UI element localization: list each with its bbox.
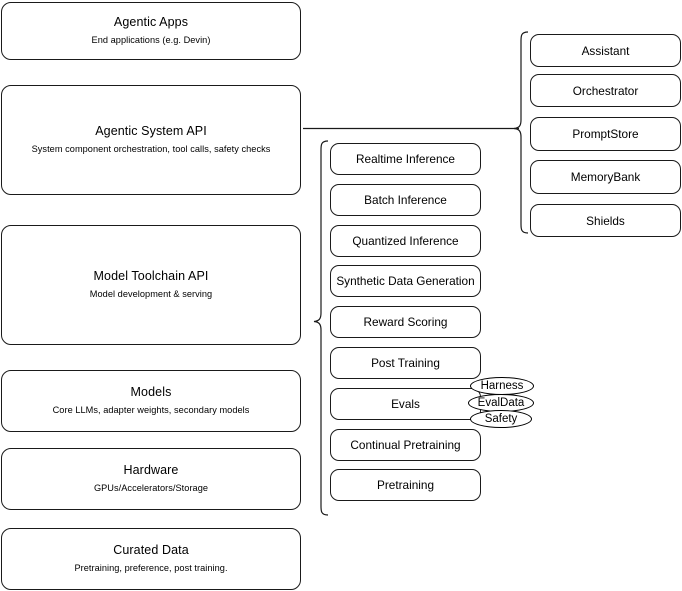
component-realtime-inference[interactable]: Realtime Inference — [330, 143, 481, 175]
layer-subtitle: Core LLMs, adapter weights, secondary mo… — [52, 405, 250, 416]
component-label: Quantized Inference — [352, 234, 459, 248]
component-label: Continual Pretraining — [350, 438, 461, 452]
component-label: Shields — [586, 213, 625, 228]
layer-subtitle: GPUs/Accelerators/Storage — [93, 483, 209, 494]
eval-subcomponent-label: Safety — [484, 413, 518, 425]
brace-agentic-components — [513, 31, 529, 234]
brace-toolchain-components — [313, 140, 329, 516]
component-assistant[interactable]: Assistant — [530, 34, 681, 67]
layer-title: Model Toolchain API — [93, 269, 209, 284]
component-label: Realtime Inference — [355, 152, 455, 166]
component-label: Reward Scoring — [363, 315, 448, 329]
component-label: Assistant — [581, 43, 630, 58]
eval-subcomponent-label: EvalData — [477, 397, 525, 409]
layer-title: Hardware — [123, 463, 179, 478]
component-label: Post Training — [371, 356, 440, 370]
component-label: Orchestrator — [572, 83, 639, 98]
eval-subcomponent-safety[interactable]: Safety — [470, 410, 532, 428]
component-pretraining[interactable]: Pretraining — [330, 469, 481, 501]
layer-models[interactable]: Models Core LLMs, adapter weights, secon… — [1, 370, 301, 432]
component-orchestrator[interactable]: Orchestrator — [530, 74, 681, 107]
component-label: Pretraining — [376, 478, 435, 492]
layer-title: Agentic System API — [95, 124, 207, 139]
component-batch-inference[interactable]: Batch Inference — [330, 184, 481, 216]
layer-agentic-apps[interactable]: Agentic Apps End applications (e.g. Devi… — [1, 2, 301, 60]
component-label: MemoryBank — [570, 170, 641, 184]
component-shields[interactable]: Shields — [530, 204, 681, 237]
layer-subtitle: End applications (e.g. Devin) — [91, 35, 211, 46]
layer-subtitle: Model development & serving — [89, 289, 213, 300]
layer-agentic-system-api[interactable]: Agentic System API System component orch… — [1, 85, 301, 195]
layer-model-toolchain-api[interactable]: Model Toolchain API Model development & … — [1, 225, 301, 345]
component-continual-pretraining[interactable]: Continual Pretraining — [330, 429, 481, 461]
layer-subtitle: System component orchestration, tool cal… — [31, 144, 271, 155]
component-label: Evals — [391, 397, 420, 411]
component-label: PromptStore — [572, 127, 639, 141]
layer-title: Agentic Apps — [113, 15, 189, 30]
layer-title: Models — [130, 385, 172, 400]
layer-hardware[interactable]: Hardware GPUs/Accelerators/Storage — [1, 448, 301, 510]
component-label: Synthetic Data Generation — [336, 274, 475, 288]
eval-subcomponent-label: Harness — [480, 380, 524, 392]
layer-curated-data[interactable]: Curated Data Pretraining, preference, po… — [1, 528, 301, 590]
component-synthetic-data-generation[interactable]: Synthetic Data Generation — [330, 265, 481, 297]
component-promptstore[interactable]: PromptStore — [530, 117, 681, 151]
component-label: Batch Inference — [364, 193, 447, 207]
eval-subcomponent-harness[interactable]: Harness — [470, 377, 534, 395]
component-quantized-inference[interactable]: Quantized Inference — [330, 225, 481, 257]
layer-subtitle: Pretraining, preference, post training. — [74, 563, 228, 574]
layer-title: Curated Data — [113, 543, 189, 558]
component-reward-scoring[interactable]: Reward Scoring — [330, 306, 481, 338]
component-evals[interactable]: Evals — [330, 388, 481, 420]
component-memorybank[interactable]: MemoryBank — [530, 160, 681, 194]
component-post-training[interactable]: Post Training — [330, 347, 481, 379]
